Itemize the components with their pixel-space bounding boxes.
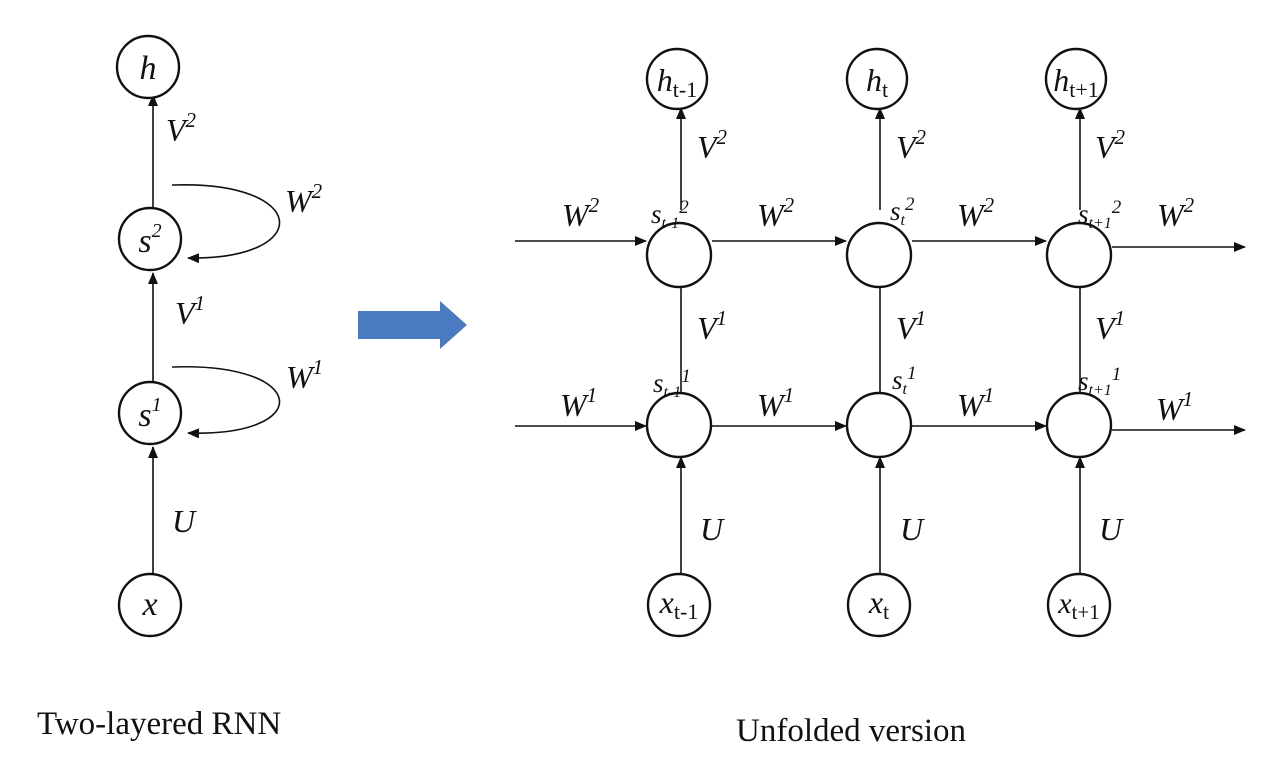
label-W2: W2: [285, 179, 323, 219]
label-s1-t-minus-1: st-11: [653, 366, 691, 401]
label-V2-col1: V2: [697, 125, 728, 165]
svg-text:ht-1: ht-1: [657, 62, 697, 102]
svg-text:xt+1: xt+1: [1057, 587, 1100, 624]
label-U: U: [172, 503, 197, 539]
node-h-t: ht: [845, 47, 909, 111]
column-t-minus-1: ht-1 xt-1 st-12 st-11 V2: [560, 47, 728, 638]
svg-text:s2: s2: [138, 220, 161, 260]
label-W2-output: W2: [1157, 193, 1195, 233]
svg-text:xt: xt: [868, 584, 889, 624]
node-s2-t: [845, 221, 913, 289]
label-W2-col1-to-col2: W2: [757, 193, 795, 233]
node-h-t-plus-1: ht+1: [1044, 47, 1108, 111]
label-s2-t-minus-1: st-12: [651, 197, 689, 232]
label-V1: V1: [175, 291, 205, 331]
edge-s2-recurrent: [171, 184, 281, 264]
node-s1-t: [845, 391, 913, 459]
right-diagram: ht-1 xt-1 st-12 st-11 V2: [515, 47, 1246, 749]
edge-s1-recurrent: [171, 366, 281, 439]
label-V2: V2: [166, 108, 197, 148]
node-s1: s1: [117, 380, 183, 446]
node-s1-t-minus-1: [645, 391, 713, 459]
svg-text:h: h: [140, 50, 157, 87]
left-caption: Two-layered RNN: [37, 706, 281, 742]
right-caption: Unfolded version: [736, 713, 966, 749]
node-s1-t-plus-1: [1045, 391, 1113, 459]
label-W1-output: W1: [1156, 387, 1193, 427]
node-x-t: xt: [846, 572, 912, 638]
label-V2-col2: V2: [896, 125, 927, 165]
svg-text:xt-1: xt-1: [659, 584, 699, 624]
node-s2-t-minus-1: [645, 221, 713, 289]
label-s2-t: st2: [890, 194, 915, 229]
label-U-col3: U: [1099, 511, 1124, 547]
column-t-plus-1: ht+1 xt+1 st+12 st+11 V2: [957, 47, 1126, 638]
label-W1: W1: [286, 355, 323, 395]
svg-text:x: x: [141, 586, 157, 623]
node-s2: s2: [117, 206, 183, 272]
node-x-t-plus-1: xt+1: [1046, 572, 1112, 638]
node-h-t-minus-1: ht-1: [645, 47, 709, 111]
label-s2-t-plus-1: st+12: [1078, 197, 1122, 232]
label-W1-col2-to-col3: W1: [957, 383, 994, 423]
node-x-t-minus-1: xt-1: [646, 572, 712, 638]
svg-text:ht+1: ht+1: [1053, 62, 1099, 102]
label-U-col2: U: [900, 511, 925, 547]
label-s1-t-plus-1: st+11: [1078, 364, 1121, 399]
svg-text:s1: s1: [138, 394, 161, 434]
node-h: h: [115, 34, 181, 100]
svg-text:ht: ht: [866, 62, 888, 102]
label-U-col1: U: [700, 511, 725, 547]
node-x: x: [117, 572, 183, 638]
left-diagram: h s2 s1 x V2 W2 V1: [37, 34, 323, 742]
label-V1-col1: V1: [697, 306, 727, 346]
label-W1-input: W1: [560, 383, 597, 423]
label-W2-col2-to-col3: W2: [957, 193, 995, 233]
label-V1-col3: V1: [1095, 306, 1125, 346]
label-V1-col2: V1: [896, 306, 926, 346]
node-s2-t-plus-1: [1045, 221, 1113, 289]
transition-arrow-icon: [358, 301, 467, 349]
label-V2-col3: V2: [1095, 125, 1126, 165]
label-W1-col1-to-col2: W1: [757, 383, 794, 423]
label-s1-t: st1: [892, 363, 916, 398]
label-W2-input: W2: [562, 193, 600, 233]
column-t: ht xt st2 st1 V2: [757, 47, 927, 638]
